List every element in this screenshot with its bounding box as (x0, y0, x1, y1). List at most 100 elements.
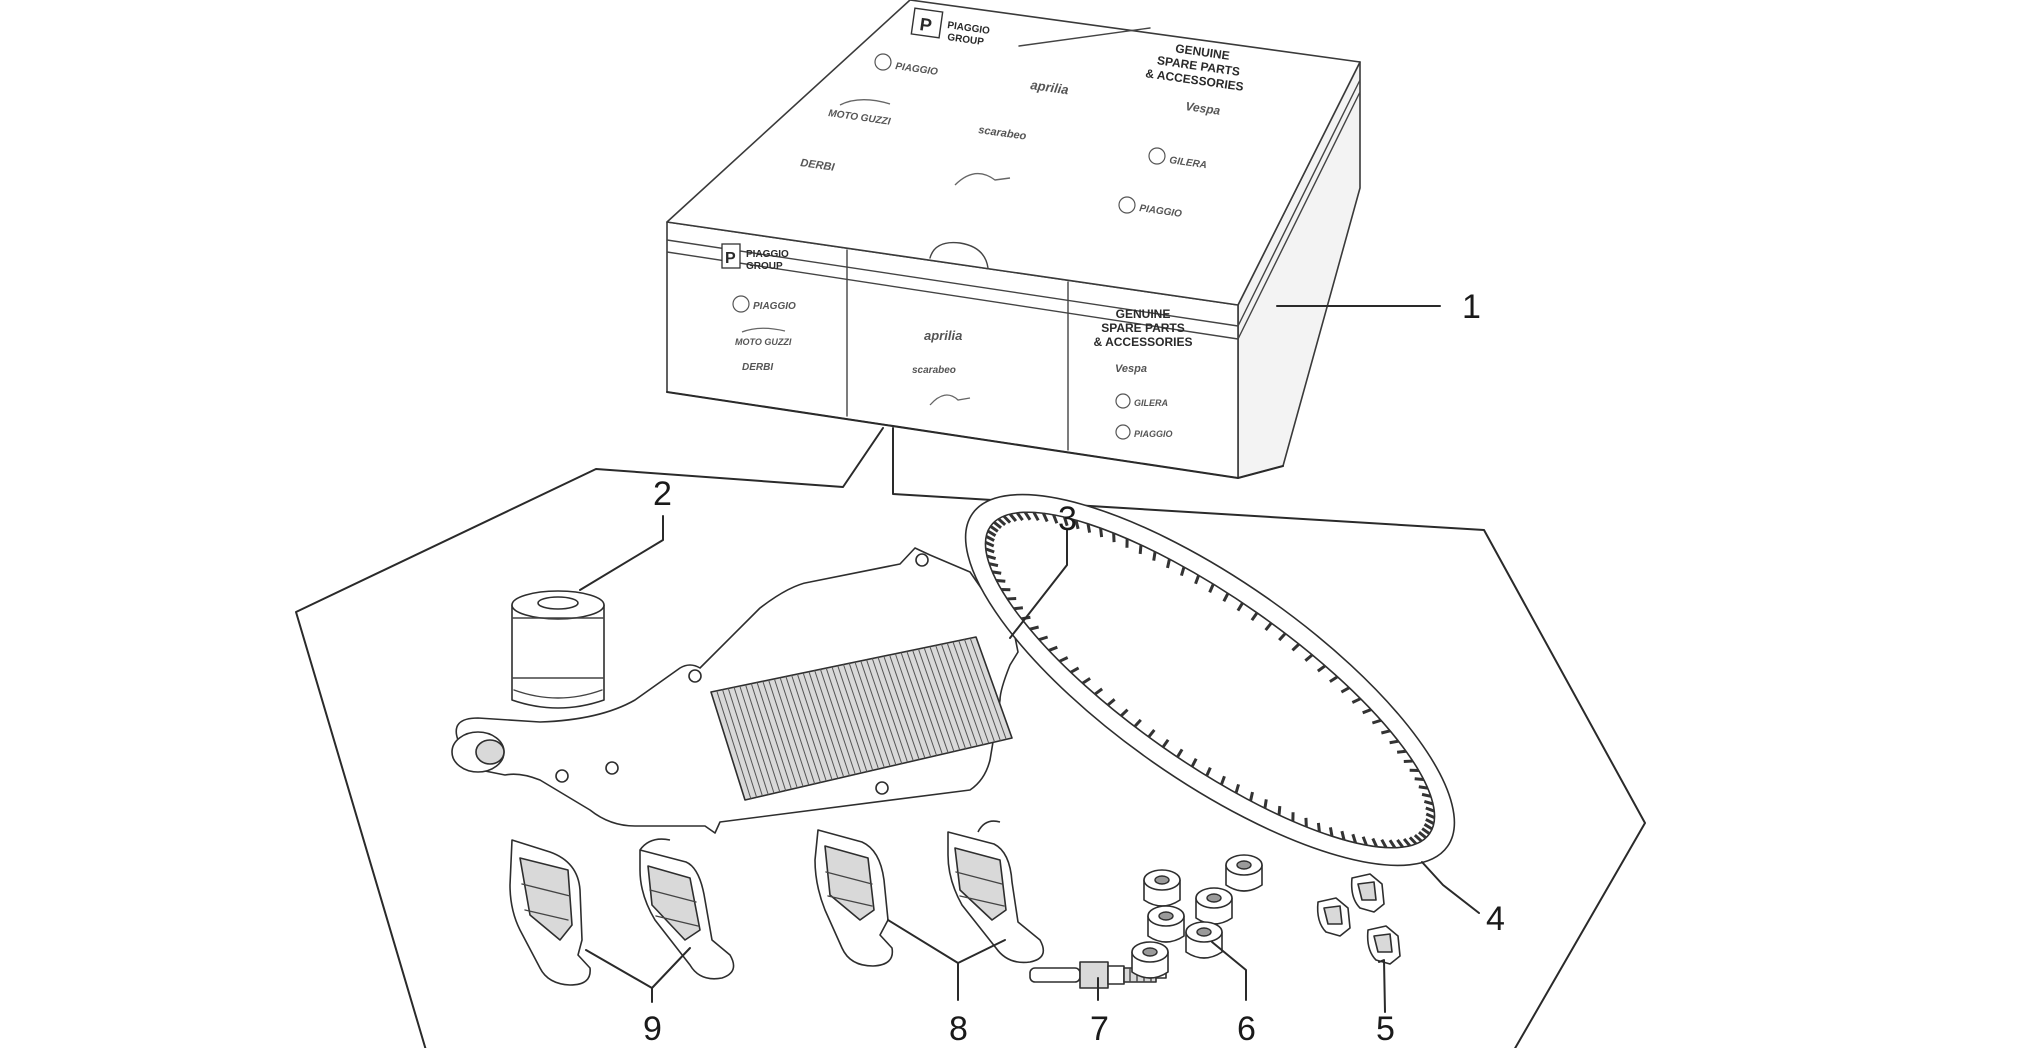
belt-tooth (1423, 823, 1433, 831)
pleat-line (894, 653, 932, 758)
pleat-line (848, 663, 885, 768)
pleat-line (866, 659, 903, 764)
svg-text:DERBI: DERBI (742, 362, 773, 373)
belt-tooth (1328, 827, 1334, 837)
belt-tooth (1052, 514, 1059, 524)
belt-tooth (992, 570, 1002, 575)
belt-tooth (1099, 527, 1104, 538)
pleat-line (964, 639, 1001, 741)
pleat-line (871, 658, 908, 763)
belt-tooth (1361, 836, 1368, 846)
belt-tooth (1058, 656, 1069, 663)
belt-tooth (1236, 602, 1244, 612)
belt-tooth (1249, 791, 1254, 802)
belt-tooth (1208, 583, 1215, 593)
pleat-line (877, 657, 914, 762)
pleat-line (773, 678, 810, 786)
box-lid-tab (929, 241, 989, 269)
callout-9: 9 (643, 1010, 662, 1048)
pleat-line (917, 648, 955, 752)
belt-tooth (1371, 837, 1378, 848)
pleat-line (768, 679, 804, 787)
pleat-line (843, 664, 879, 770)
pleat-line (929, 646, 967, 749)
pleat-line (825, 667, 862, 774)
belt-tooth (1304, 653, 1314, 662)
belt-tooth (1425, 818, 1435, 825)
belt-tooth (1362, 708, 1372, 715)
leader-lines (579, 305, 1480, 1013)
belt-tooth (1340, 830, 1346, 841)
callout-8: 8 (949, 1010, 968, 1048)
box-lid-rim-lower (666, 91, 1361, 340)
callout-3: 3 (1058, 500, 1077, 538)
pleat-line (958, 640, 996, 743)
pleat-line (739, 685, 775, 794)
svg-text:& ACCESSORIES: & ACCESSORIES (1094, 335, 1193, 349)
pleat-line (814, 670, 850, 776)
belt-tooth (1380, 838, 1388, 849)
belt-tooth (1048, 645, 1058, 652)
belt-tooth (1278, 632, 1287, 642)
pleat-line (733, 687, 769, 795)
pleat-line (969, 638, 1007, 740)
pleat-line (883, 655, 920, 760)
callout-2: 2 (653, 475, 672, 513)
svg-text:PIAGGIO: PIAGGIO (746, 249, 789, 260)
belt-tooth (1264, 622, 1273, 631)
belt-tooth (1205, 767, 1212, 777)
belt-tooth (1219, 775, 1226, 786)
svg-text:Vespa: Vespa (1115, 363, 1147, 375)
belt-tooth (984, 540, 995, 548)
pleat-line (722, 689, 758, 798)
kit-contents-outline (295, 427, 1646, 1048)
box-side-banner: GENUINE SPARE PARTS & ACCESSORIES (1094, 307, 1193, 349)
belt-tooth (985, 535, 995, 542)
belt-tooth (986, 554, 997, 560)
roller (1195, 887, 1233, 925)
belt-tooth (1418, 830, 1427, 839)
belt-tooth (1425, 806, 1435, 813)
belt-tooth (1423, 800, 1434, 806)
belt-tooth (1263, 799, 1268, 809)
belt-tooth (1023, 511, 1032, 521)
belt-tooth (1421, 827, 1431, 835)
svg-text:aprilia: aprilia (1030, 77, 1070, 97)
pleat-line (796, 673, 833, 780)
belt-tooth (1133, 718, 1142, 728)
belt-tooth (1222, 592, 1230, 603)
box-bottom-edge (666, 391, 1284, 479)
belt-tooth (1106, 698, 1116, 707)
roller (1225, 854, 1263, 892)
callout-numbers: 1 2 3 4 5 6 7 8 9 (643, 288, 1505, 1048)
pleat-line (900, 652, 938, 756)
drive-belt-teeth (984, 511, 1436, 849)
pleat-line (906, 651, 943, 755)
belt-tooth (1152, 551, 1157, 561)
pleat-line (756, 682, 792, 790)
belt-tooth (1176, 748, 1184, 758)
roller (1185, 921, 1223, 959)
air-filter-pleats (716, 638, 1007, 799)
belt-tooth (1074, 519, 1080, 530)
belt-tooth (1351, 833, 1357, 844)
variator-rollers (1131, 854, 1263, 979)
pleat-line (819, 669, 856, 775)
pleat-line (912, 649, 949, 753)
pleat-line (923, 647, 961, 751)
belt-tooth (1138, 544, 1143, 555)
svg-text:PIAGGIO: PIAGGIO (753, 301, 796, 312)
belt-tooth (1190, 757, 1198, 768)
brake-pad-set-front (814, 820, 1045, 967)
belt-tooth (988, 562, 999, 568)
belt-tooth (1234, 783, 1240, 794)
belt-tooth (1166, 558, 1171, 569)
svg-text:DERBI: DERBI (800, 157, 836, 174)
drive-belt (964, 493, 1456, 867)
box-lid-rim (666, 79, 1361, 327)
pleat-line (727, 688, 763, 797)
svg-text:PIAGGIO: PIAGGIO (1134, 429, 1173, 439)
belt-tooth (985, 547, 995, 554)
svg-text:SPARE PARTS: SPARE PARTS (1101, 321, 1185, 335)
